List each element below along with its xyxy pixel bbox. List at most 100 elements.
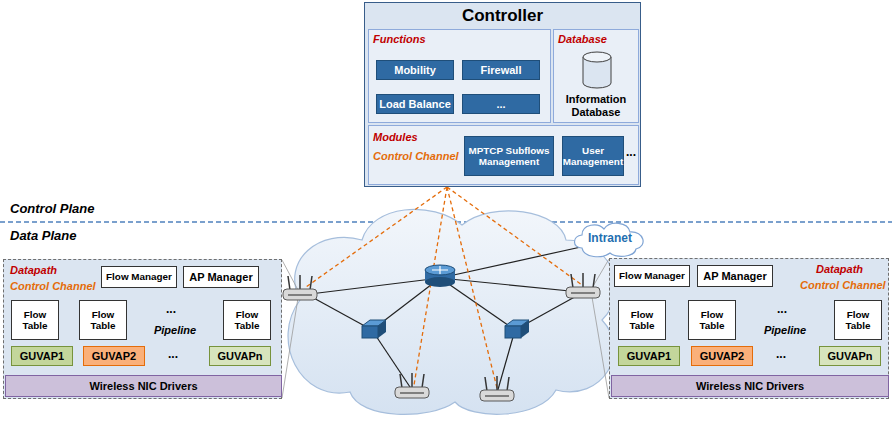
- drawn-shape: [496, 376, 498, 391]
- drawn-shape: [288, 294, 312, 296]
- guvap-box: GUVAP1: [11, 346, 73, 366]
- box-label: MPTCP Subflows Management: [465, 145, 553, 168]
- box-label: Wireless NIC Drivers: [696, 380, 804, 393]
- manager-box: AP Manager: [183, 266, 259, 288]
- box-label: Flow Manager: [619, 270, 685, 281]
- drawn-shape: [571, 292, 595, 294]
- box-label: Flow Table: [80, 309, 126, 332]
- network-cloud: [288, 209, 616, 414]
- drawn-shape: [411, 373, 413, 388]
- control-links: [306, 187, 582, 388]
- plane-label: Data Plane: [10, 228, 76, 243]
- guvap-box: GUVAP1: [618, 346, 680, 366]
- panel-heading: Modules: [373, 131, 418, 144]
- router-icon: [425, 265, 455, 287]
- drawn-shape: [425, 277, 455, 287]
- edge-label: Pipeline: [154, 324, 196, 336]
- panel-heading: Datapath: [816, 263, 863, 276]
- panel-text: Control Channel: [373, 150, 459, 163]
- driver-band: Wireless NIC Drivers: [5, 375, 282, 397]
- function-button: ...: [462, 94, 540, 114]
- box-label: GUVAPn: [827, 350, 872, 363]
- manager-box: Flow Manager: [614, 265, 690, 287]
- modules-panel: ModulesControl Channel...MPTCP Subflows …: [368, 125, 639, 185]
- driver-band: Wireless NIC Drivers: [611, 375, 889, 397]
- panel-text: Information Database: [554, 93, 638, 118]
- drawn-shape: [299, 275, 301, 290]
- box-label: GUVAP2: [92, 350, 136, 363]
- drawn-shape: [485, 377, 487, 391]
- box-label: GUVAP1: [627, 350, 671, 363]
- box-label: AP Manager: [703, 270, 766, 283]
- zoom-lines: [282, 259, 609, 398]
- ellipsis-label: ...: [776, 347, 786, 361]
- drawn-shape: [592, 259, 609, 288]
- ap-icon: [480, 376, 514, 401]
- flow-table: Flow Table: [618, 300, 666, 340]
- guvap-box: GUVAP2: [83, 346, 145, 366]
- module-button: MPTCP Subflows Management: [464, 136, 554, 176]
- guvap-box: GUVAPn: [819, 346, 881, 366]
- drawn-shape: [440, 278, 580, 292]
- drawn-shape: [583, 52, 611, 62]
- drawn-shape: [372, 330, 412, 390]
- box-label: AP Manager: [189, 271, 252, 284]
- drawn-shape: [362, 326, 378, 338]
- access-points: [283, 273, 600, 401]
- functions-panel: FunctionsMobilityFirewallLoad Balance...: [368, 29, 551, 123]
- flow-table: Flow Table: [11, 300, 59, 340]
- panel-heading: Database: [558, 33, 607, 46]
- ellipsis-label: ...: [777, 302, 787, 316]
- box-label: GUVAP2: [700, 350, 744, 363]
- database-panel: DatabaseInformation Database: [553, 29, 639, 123]
- intranet-cloud: Intranet: [570, 218, 650, 260]
- ap-icon: [395, 373, 429, 398]
- drawn-shape: [485, 395, 509, 397]
- flow-table: Flow Table: [79, 300, 127, 340]
- switch-icon: [362, 320, 386, 338]
- drawn-shape: [282, 298, 298, 398]
- network-links: [310, 245, 590, 393]
- box-label: Intranet: [588, 232, 632, 246]
- box-label: Flow Table: [689, 309, 735, 332]
- box-label: Flow Table: [619, 309, 665, 332]
- drawn-shape: [497, 330, 515, 393]
- manager-box: Flow Manager: [101, 266, 177, 288]
- flow-table: Flow Table: [223, 300, 271, 340]
- drawn-shape: [288, 276, 290, 290]
- box-label: Flow Table: [835, 309, 881, 332]
- drawn-shape: [378, 320, 386, 338]
- box-label: Mobility: [394, 64, 436, 77]
- drawn-shape: [400, 374, 402, 388]
- module-button: User Management: [562, 136, 624, 176]
- drawn-shape: [422, 374, 424, 388]
- drawn-shape: [575, 223, 644, 256]
- box-label: Flow Manager: [106, 271, 172, 282]
- drawn-shape: [310, 276, 312, 290]
- panel-heading: Functions: [373, 33, 426, 46]
- panel-text: Control Channel: [10, 280, 96, 293]
- function-button: Mobility: [376, 60, 454, 80]
- box-label: Flow Table: [12, 309, 58, 332]
- drawn-shape: [395, 387, 429, 398]
- ap-icon: [566, 273, 600, 298]
- drawn-shape: [507, 377, 509, 391]
- panel-heading: Controller: [365, 6, 640, 26]
- edge-label: Pipeline: [764, 324, 806, 336]
- switch-icon: [505, 320, 529, 338]
- drawn-shape: [593, 274, 595, 288]
- manager-box: AP Manager: [697, 265, 773, 287]
- box-label: Firewall: [481, 64, 522, 77]
- ellipsis-label: ...: [168, 347, 178, 361]
- guvap-box: GUVAPn: [209, 346, 271, 366]
- drawn-shape: [571, 274, 573, 288]
- ap-icon: [283, 275, 317, 300]
- box-label: Wireless NIC Drivers: [89, 380, 197, 393]
- plane-label: Control Plane: [10, 201, 95, 216]
- drawn-shape: [440, 278, 515, 330]
- flow-table: Flow Table: [688, 300, 736, 340]
- box-label: ...: [496, 98, 505, 111]
- box-label: GUVAP1: [20, 350, 64, 363]
